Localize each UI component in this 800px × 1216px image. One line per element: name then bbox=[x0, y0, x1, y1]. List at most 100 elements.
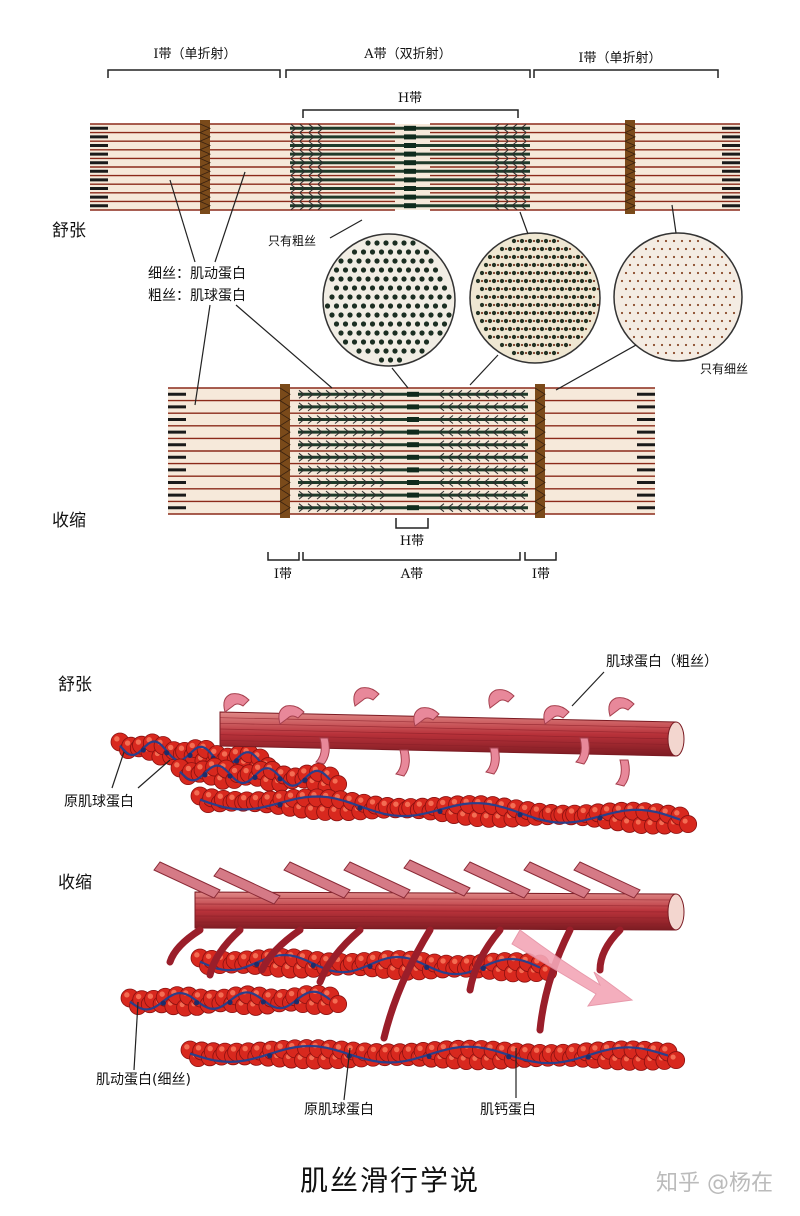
filament-dot bbox=[396, 339, 403, 345]
cross-bridge bbox=[456, 482, 463, 487]
filament-dot bbox=[491, 310, 497, 316]
filament-dot bbox=[672, 351, 676, 355]
cross-bridge bbox=[290, 158, 297, 164]
troponin bbox=[194, 1000, 200, 1006]
filament-dot bbox=[392, 258, 398, 264]
cross-bridge bbox=[511, 127, 518, 133]
cross-bridge bbox=[379, 431, 386, 437]
cross-bridge bbox=[438, 415, 445, 420]
band-brackets-top bbox=[107, 69, 719, 118]
filament-dot bbox=[423, 249, 430, 255]
filament-dot bbox=[483, 294, 489, 300]
filament-dot bbox=[536, 279, 540, 283]
cross-bridge bbox=[519, 427, 526, 433]
cross-bridge bbox=[379, 393, 386, 399]
filament-dot bbox=[716, 279, 720, 283]
filament-dot bbox=[492, 335, 496, 339]
filament-dot bbox=[535, 302, 541, 308]
cross-bridge bbox=[502, 123, 509, 129]
filament-dot bbox=[496, 295, 500, 299]
cross-bridge bbox=[465, 440, 472, 446]
filament-dot bbox=[378, 357, 385, 363]
cross-bridge bbox=[316, 406, 323, 412]
cross-bridge bbox=[317, 196, 324, 202]
filament-dot bbox=[356, 294, 362, 300]
cross-bridge bbox=[352, 427, 359, 433]
filament-dot bbox=[708, 343, 712, 347]
filament-dot bbox=[508, 303, 512, 307]
filament-dot bbox=[523, 342, 529, 348]
filament-dot bbox=[668, 247, 672, 251]
cross-bridge bbox=[520, 166, 527, 172]
cross-bridge bbox=[483, 465, 490, 471]
cross-bridge bbox=[334, 452, 341, 458]
myosin-head bbox=[258, 926, 304, 974]
filament-dot bbox=[338, 330, 344, 336]
cross-bridge bbox=[438, 389, 445, 395]
filament-dot bbox=[532, 319, 536, 323]
filament-dot bbox=[588, 287, 592, 291]
cross-bridge bbox=[308, 188, 315, 193]
filament-dot bbox=[432, 321, 439, 327]
cross-bridge bbox=[520, 192, 527, 198]
watermark: 知乎 @杨在 bbox=[656, 1171, 773, 1196]
filament-dot bbox=[508, 271, 512, 275]
filament-dot bbox=[487, 318, 493, 324]
cross-bridge bbox=[334, 406, 341, 412]
filament-dot bbox=[556, 303, 560, 307]
filament-dot bbox=[360, 249, 367, 255]
cross-bridge bbox=[438, 427, 445, 433]
cross-bridge bbox=[474, 427, 481, 433]
cross-bridge bbox=[520, 141, 527, 146]
filament-dot bbox=[405, 303, 412, 309]
filament-dot bbox=[624, 271, 628, 275]
filament-dot bbox=[555, 278, 561, 284]
cross-bridge bbox=[520, 196, 527, 202]
filament-dot bbox=[644, 247, 648, 251]
filament-dot bbox=[539, 278, 545, 284]
cross-bridge bbox=[343, 415, 350, 420]
filament-dot bbox=[560, 295, 564, 299]
filament-dot bbox=[556, 255, 560, 259]
filament-dot bbox=[539, 342, 545, 348]
m-line-segment bbox=[404, 151, 416, 157]
cross-bridge bbox=[352, 415, 359, 420]
filament-dot bbox=[551, 238, 557, 244]
m-line-segment bbox=[407, 492, 419, 498]
filament-dot bbox=[437, 276, 443, 282]
cross-bridge bbox=[334, 431, 341, 437]
filament-dot bbox=[552, 247, 556, 251]
cross-bridge bbox=[343, 406, 350, 412]
cross-bridge bbox=[493, 141, 500, 146]
m-line-segment bbox=[404, 168, 416, 174]
filament-dot bbox=[365, 276, 371, 282]
cross-bridge bbox=[298, 465, 305, 471]
cross-bridge bbox=[483, 427, 490, 433]
cross-bridge bbox=[343, 465, 350, 471]
cross-bridge bbox=[519, 440, 526, 446]
filament-dot bbox=[378, 285, 385, 291]
filament-dot bbox=[528, 327, 532, 331]
filament-dot bbox=[708, 311, 712, 315]
filament-dot bbox=[548, 239, 552, 243]
filament-dot bbox=[333, 303, 340, 309]
filament-dot bbox=[528, 263, 532, 267]
cross-bridge bbox=[343, 469, 350, 475]
cross-bridge bbox=[483, 490, 490, 496]
filament-dot bbox=[620, 295, 624, 299]
cross-bridge bbox=[290, 136, 297, 142]
cross-bridge bbox=[307, 507, 314, 513]
filament-dot bbox=[479, 302, 485, 308]
filament-dot bbox=[342, 321, 349, 327]
filament-dot bbox=[515, 342, 521, 348]
filament-dot bbox=[410, 276, 416, 282]
cross-bridge bbox=[465, 494, 472, 500]
filament-dot bbox=[532, 303, 536, 307]
filament-dot bbox=[552, 295, 556, 299]
sarcomere-relaxed bbox=[90, 120, 740, 214]
cross-bridge bbox=[334, 507, 341, 513]
cross-bridge bbox=[352, 444, 359, 450]
filament-dot bbox=[531, 342, 537, 348]
cross-bridge bbox=[501, 444, 508, 450]
